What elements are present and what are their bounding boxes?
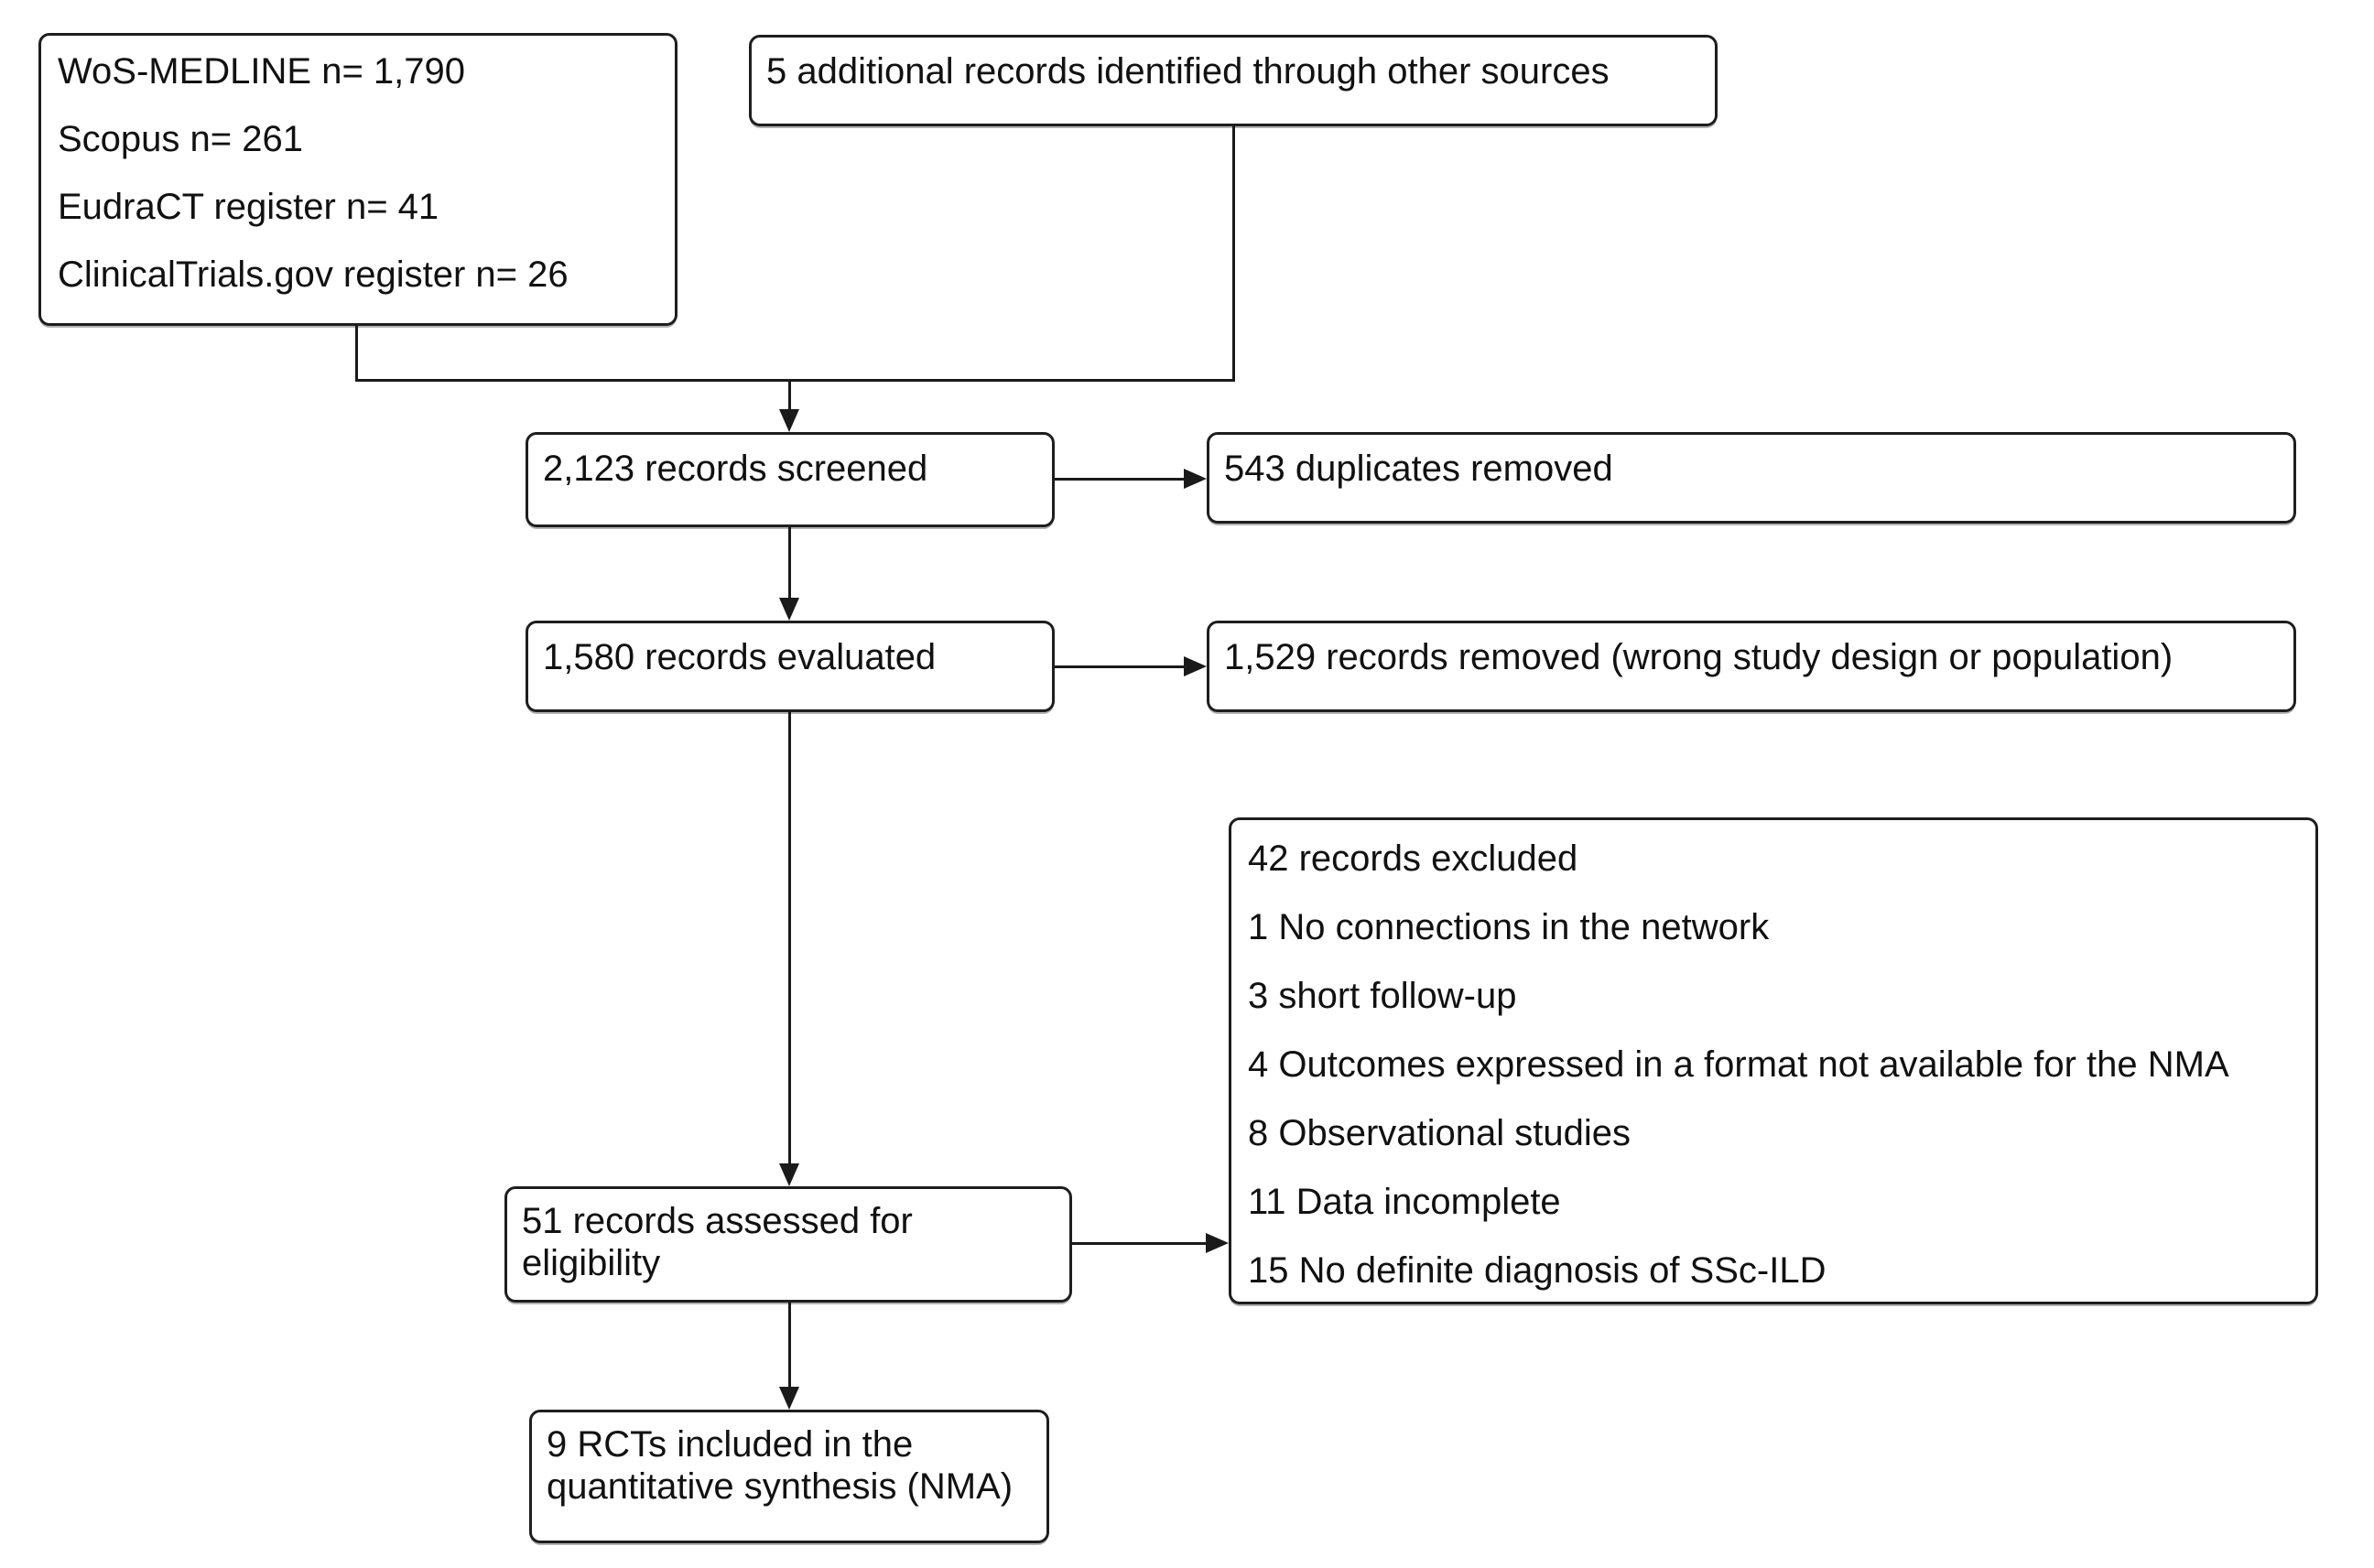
connector-evaluated-to-removed	[1055, 665, 1188, 668]
arrowhead-down-icon	[779, 1163, 799, 1186]
connector-other-sources-down	[1232, 126, 1235, 382]
excluded-reason-no-diagnosis: 15 No definite diagnosis of SSc-ILD	[1248, 1250, 1827, 1291]
additional-records-text: 5 additional records identified through …	[766, 51, 1610, 92]
source-count-eudract: EudraCT register n= 41	[58, 187, 439, 227]
additional-records-box: 5 additional records identified through …	[749, 35, 1718, 126]
source-count-scopus: Scopus n= 261	[58, 119, 303, 159]
connector-screened-to-duplicates	[1055, 478, 1188, 481]
excluded-reason-observational: 8 Observational studies	[1248, 1113, 1631, 1153]
excluded-reason-short-followup: 3 short follow-up	[1248, 976, 1517, 1016]
arrowhead-down-icon	[779, 1387, 799, 1410]
connector-screened-to-evaluated	[788, 527, 791, 602]
excluded-reason-no-connections: 1 No connections in the network	[1248, 907, 1770, 947]
database-records-box: WoS-MEDLINE n= 1,790 Scopus n= 261 Eudra…	[38, 33, 678, 326]
duplicates-removed-box: 543 duplicates removed	[1207, 432, 2296, 524]
source-count-wos-medline: WoS-MEDLINE n= 1,790	[58, 51, 466, 92]
records-screened-box: 2,123 records screened	[526, 432, 1055, 527]
arrowhead-right-icon	[1184, 469, 1207, 489]
records-evaluated-text: 1,580 records evaluated	[543, 637, 937, 677]
source-count-clinicaltrials: ClinicalTrials.gov register n= 26	[58, 254, 569, 295]
records-excluded-box: 42 records excluded 1 No connections in …	[1229, 817, 2318, 1304]
connector-eligibility-to-excluded	[1072, 1242, 1210, 1245]
connector-sources-down	[355, 326, 358, 382]
arrowhead-down-icon	[779, 598, 799, 621]
arrowhead-right-icon	[1206, 1233, 1229, 1253]
records-assessed-eligibility-box: 51 records assessed for eligibility	[504, 1186, 1072, 1303]
excluded-reason-data-incomplete: 11 Data incomplete	[1248, 1182, 1561, 1222]
duplicates-removed-text: 543 duplicates removed	[1224, 449, 1613, 489]
records-assessed-eligibility-text: 51 records assessed for eligibility	[522, 1201, 913, 1283]
connector-eligibility-to-included	[788, 1303, 791, 1391]
connector-evaluated-to-eligibility	[788, 712, 791, 1170]
rcts-included-box: 9 RCTs included in the quantitative synt…	[529, 1410, 1049, 1543]
records-evaluated-box: 1,580 records evaluated	[526, 621, 1055, 712]
arrowhead-right-icon	[1184, 656, 1207, 676]
records-screened-text: 2,123 records screened	[543, 449, 928, 489]
excluded-total: 42 records excluded	[1248, 838, 1578, 879]
connector-merge-to-screened	[788, 379, 791, 416]
arrowhead-down-icon	[779, 409, 799, 432]
records-removed-wrong-design-box: 1,529 records removed (wrong study desig…	[1207, 621, 2296, 712]
excluded-reason-outcome-format: 4 Outcomes expressed in a format not ava…	[1248, 1044, 2229, 1085]
connector-merge-horizontal	[355, 379, 1235, 382]
records-removed-wrong-design-text: 1,529 records removed (wrong study desig…	[1224, 637, 2173, 677]
rcts-included-text: 9 RCTs included in the quantitative synt…	[547, 1424, 1014, 1507]
